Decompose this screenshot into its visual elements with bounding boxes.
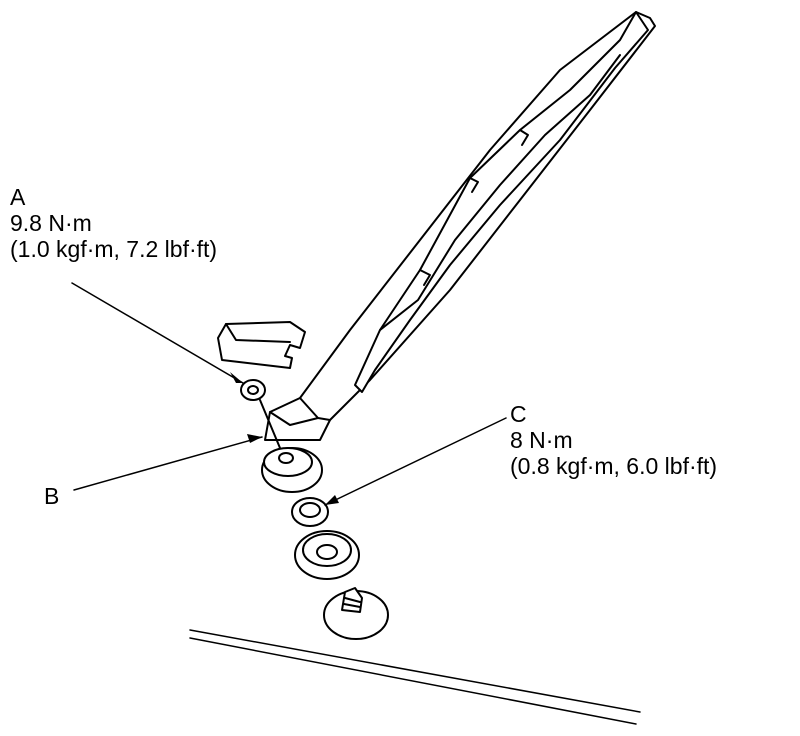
nut-a	[240, 379, 266, 401]
callout-c-torque: 8 N·m	[510, 427, 573, 453]
callout-c: C 8 N·m (0.8 kgf·m, 6.0 lbf·ft)	[510, 401, 717, 479]
pivot-cap	[217, 321, 306, 369]
callout-c-torque-alt: (0.8 kgf·m, 6.0 lbf·ft)	[510, 453, 718, 479]
wiper-blade	[354, 11, 649, 393]
glass-edge	[189, 629, 641, 725]
callout-c-letter: C	[510, 401, 527, 427]
callout-a-torque-alt: (1.0 kgf·m, 7.2 lbf·ft)	[10, 236, 218, 262]
motor-shaft	[323, 587, 389, 640]
callout-a-letter: A	[10, 184, 26, 210]
grommet	[294, 530, 360, 580]
callout-b-letter: B	[44, 483, 60, 509]
callout-a: A 9.8 N·m (1.0 kgf·m, 7.2 lbf·ft)	[10, 184, 217, 262]
leader-lines	[71, 282, 507, 506]
pivot-boot	[261, 447, 323, 493]
callout-a-torque: 9.8 N·m	[10, 210, 92, 236]
callout-b: B	[44, 483, 59, 509]
nut-c	[291, 497, 329, 527]
